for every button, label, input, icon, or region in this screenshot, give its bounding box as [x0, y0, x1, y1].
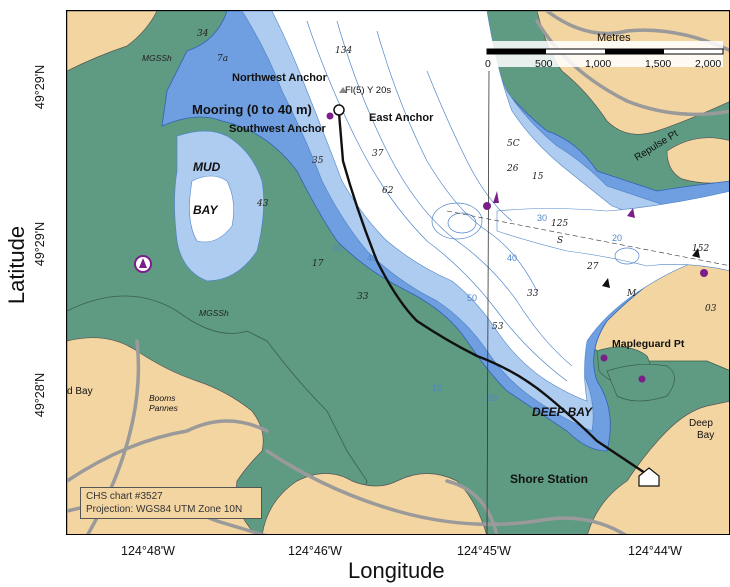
drying-bank-mapleguard — [606, 364, 675, 402]
sounding: 33 — [357, 292, 369, 302]
mud-bay-label-1: MUD — [193, 160, 221, 174]
northwest-anchor-label: Northwest Anchor — [232, 72, 328, 84]
y-tick: 49°29'N — [33, 64, 48, 110]
east-anchor-label: East Anchor — [369, 112, 434, 124]
light-marker — [483, 202, 491, 210]
southwest-anchor-label: Southwest Anchor — [229, 123, 326, 135]
sounding: 35 — [312, 156, 324, 166]
info-projection: Projection: WGS84 UTM Zone 10N — [86, 504, 243, 515]
shore-station-marker[interactable] — [638, 467, 660, 487]
map-frame[interactable]: 34 7a 134 35 43 37 62 17 33 53 33 26 15 … — [66, 10, 730, 535]
soundings: 34 7a 134 35 43 37 62 17 33 53 33 26 15 … — [197, 29, 717, 332]
sounding: 125 — [551, 219, 568, 229]
d-bay-label: d Bay — [67, 386, 93, 397]
svg-text:40: 40 — [507, 253, 517, 263]
info-chart-number: CHS chart #3527 — [86, 491, 163, 502]
mapleguard-label: Mapleguard Pt — [612, 338, 685, 350]
x-axis-title: Longitude — [348, 558, 445, 583]
sounding: 15 — [532, 172, 544, 182]
svg-text:30: 30 — [332, 243, 342, 253]
mooring-station[interactable] — [326, 87, 348, 120]
sounding: 62 — [382, 186, 394, 196]
scale-bar: Metres 0 500 1,000 1,500 2,000 — [485, 32, 724, 70]
sounding: 34 — [197, 29, 209, 39]
mooring-label: Mooring (0 to 40 m) — [192, 102, 312, 117]
anchor-triangle — [339, 87, 347, 93]
depth-contours — [306, 20, 640, 382]
scale-label: 1,500 — [645, 58, 671, 70]
sounding: 33 — [527, 289, 539, 299]
mud-bay-label-2: BAY — [193, 203, 218, 217]
pannes-label: Pannes — [149, 403, 179, 413]
svg-text:10: 10 — [432, 383, 442, 393]
shore-station-label: Shore Station — [510, 472, 588, 486]
x-tick: 124°48'W — [121, 544, 175, 558]
sounding: 26 — [506, 164, 519, 174]
sounding: 134 — [335, 46, 352, 56]
booms-label: Booms — [149, 393, 176, 403]
svg-text:50: 50 — [467, 293, 477, 303]
mgssh-label: MGSSh — [199, 308, 229, 318]
mud-bay-inner — [189, 175, 234, 243]
latitude-line — [446, 210, 729, 266]
x-tick: 124°44'W — [628, 544, 682, 558]
sounding: 03 — [705, 304, 717, 314]
light-marker — [700, 269, 708, 277]
svg-text:20: 20 — [487, 393, 497, 403]
land-northwest — [67, 11, 158, 72]
sounding: 7a — [217, 54, 228, 64]
x-tick: 124°45'W — [457, 544, 511, 558]
deep-bay-label: DEEP BAY — [532, 405, 593, 419]
light-marker — [600, 354, 608, 362]
mgssh-label: MGSSh — [142, 53, 172, 63]
deep-label: Deep — [689, 418, 713, 429]
bay-small-label: Bay — [697, 430, 714, 441]
southwest-anchor-marker[interactable] — [326, 112, 334, 120]
x-tick: 124°46'W — [288, 544, 342, 558]
nav-markers — [134, 191, 708, 383]
land-southeast — [587, 401, 729, 534]
scale-label: 1,000 — [585, 58, 611, 70]
meridian-line — [486, 70, 490, 534]
sounding: M — [626, 289, 637, 299]
scale-label: 500 — [535, 58, 553, 70]
chart-info-box: CHS chart #3527 Projection: WGS84 UTM Zo… — [80, 487, 262, 519]
y-axis-title: Latitude — [4, 225, 30, 305]
light-marker — [638, 375, 646, 383]
sounding: 5C — [507, 139, 520, 149]
cable-track — [337, 112, 646, 474]
sounding: 27 — [586, 262, 599, 272]
scale-label: 0 — [485, 58, 491, 70]
sounding: 37 — [372, 149, 384, 159]
contour-labels: 30 40 50 40 30 20 10 20 — [332, 213, 622, 403]
scale-title: Metres — [597, 32, 631, 44]
y-tick: 49°29'N — [33, 221, 48, 267]
sounding: 17 — [312, 259, 324, 269]
svg-text:40: 40 — [367, 253, 377, 263]
svg-text:20: 20 — [612, 233, 622, 243]
sounding: S — [557, 236, 563, 246]
scale-label: 2,000 — [695, 58, 721, 70]
y-tick: 49°28'N — [33, 372, 48, 418]
light-label: Fl(5) Y 20s — [345, 85, 391, 96]
channel-deep — [496, 191, 729, 271]
mooring-marker[interactable] — [333, 104, 345, 116]
sounding: 152 — [692, 244, 709, 254]
sounding: 53 — [492, 322, 504, 332]
sounding: 43 — [256, 199, 269, 209]
svg-text:30: 30 — [537, 213, 547, 223]
nautical-chart[interactable]: 34 7a 134 35 43 37 62 17 33 53 33 26 15 … — [67, 11, 730, 535]
